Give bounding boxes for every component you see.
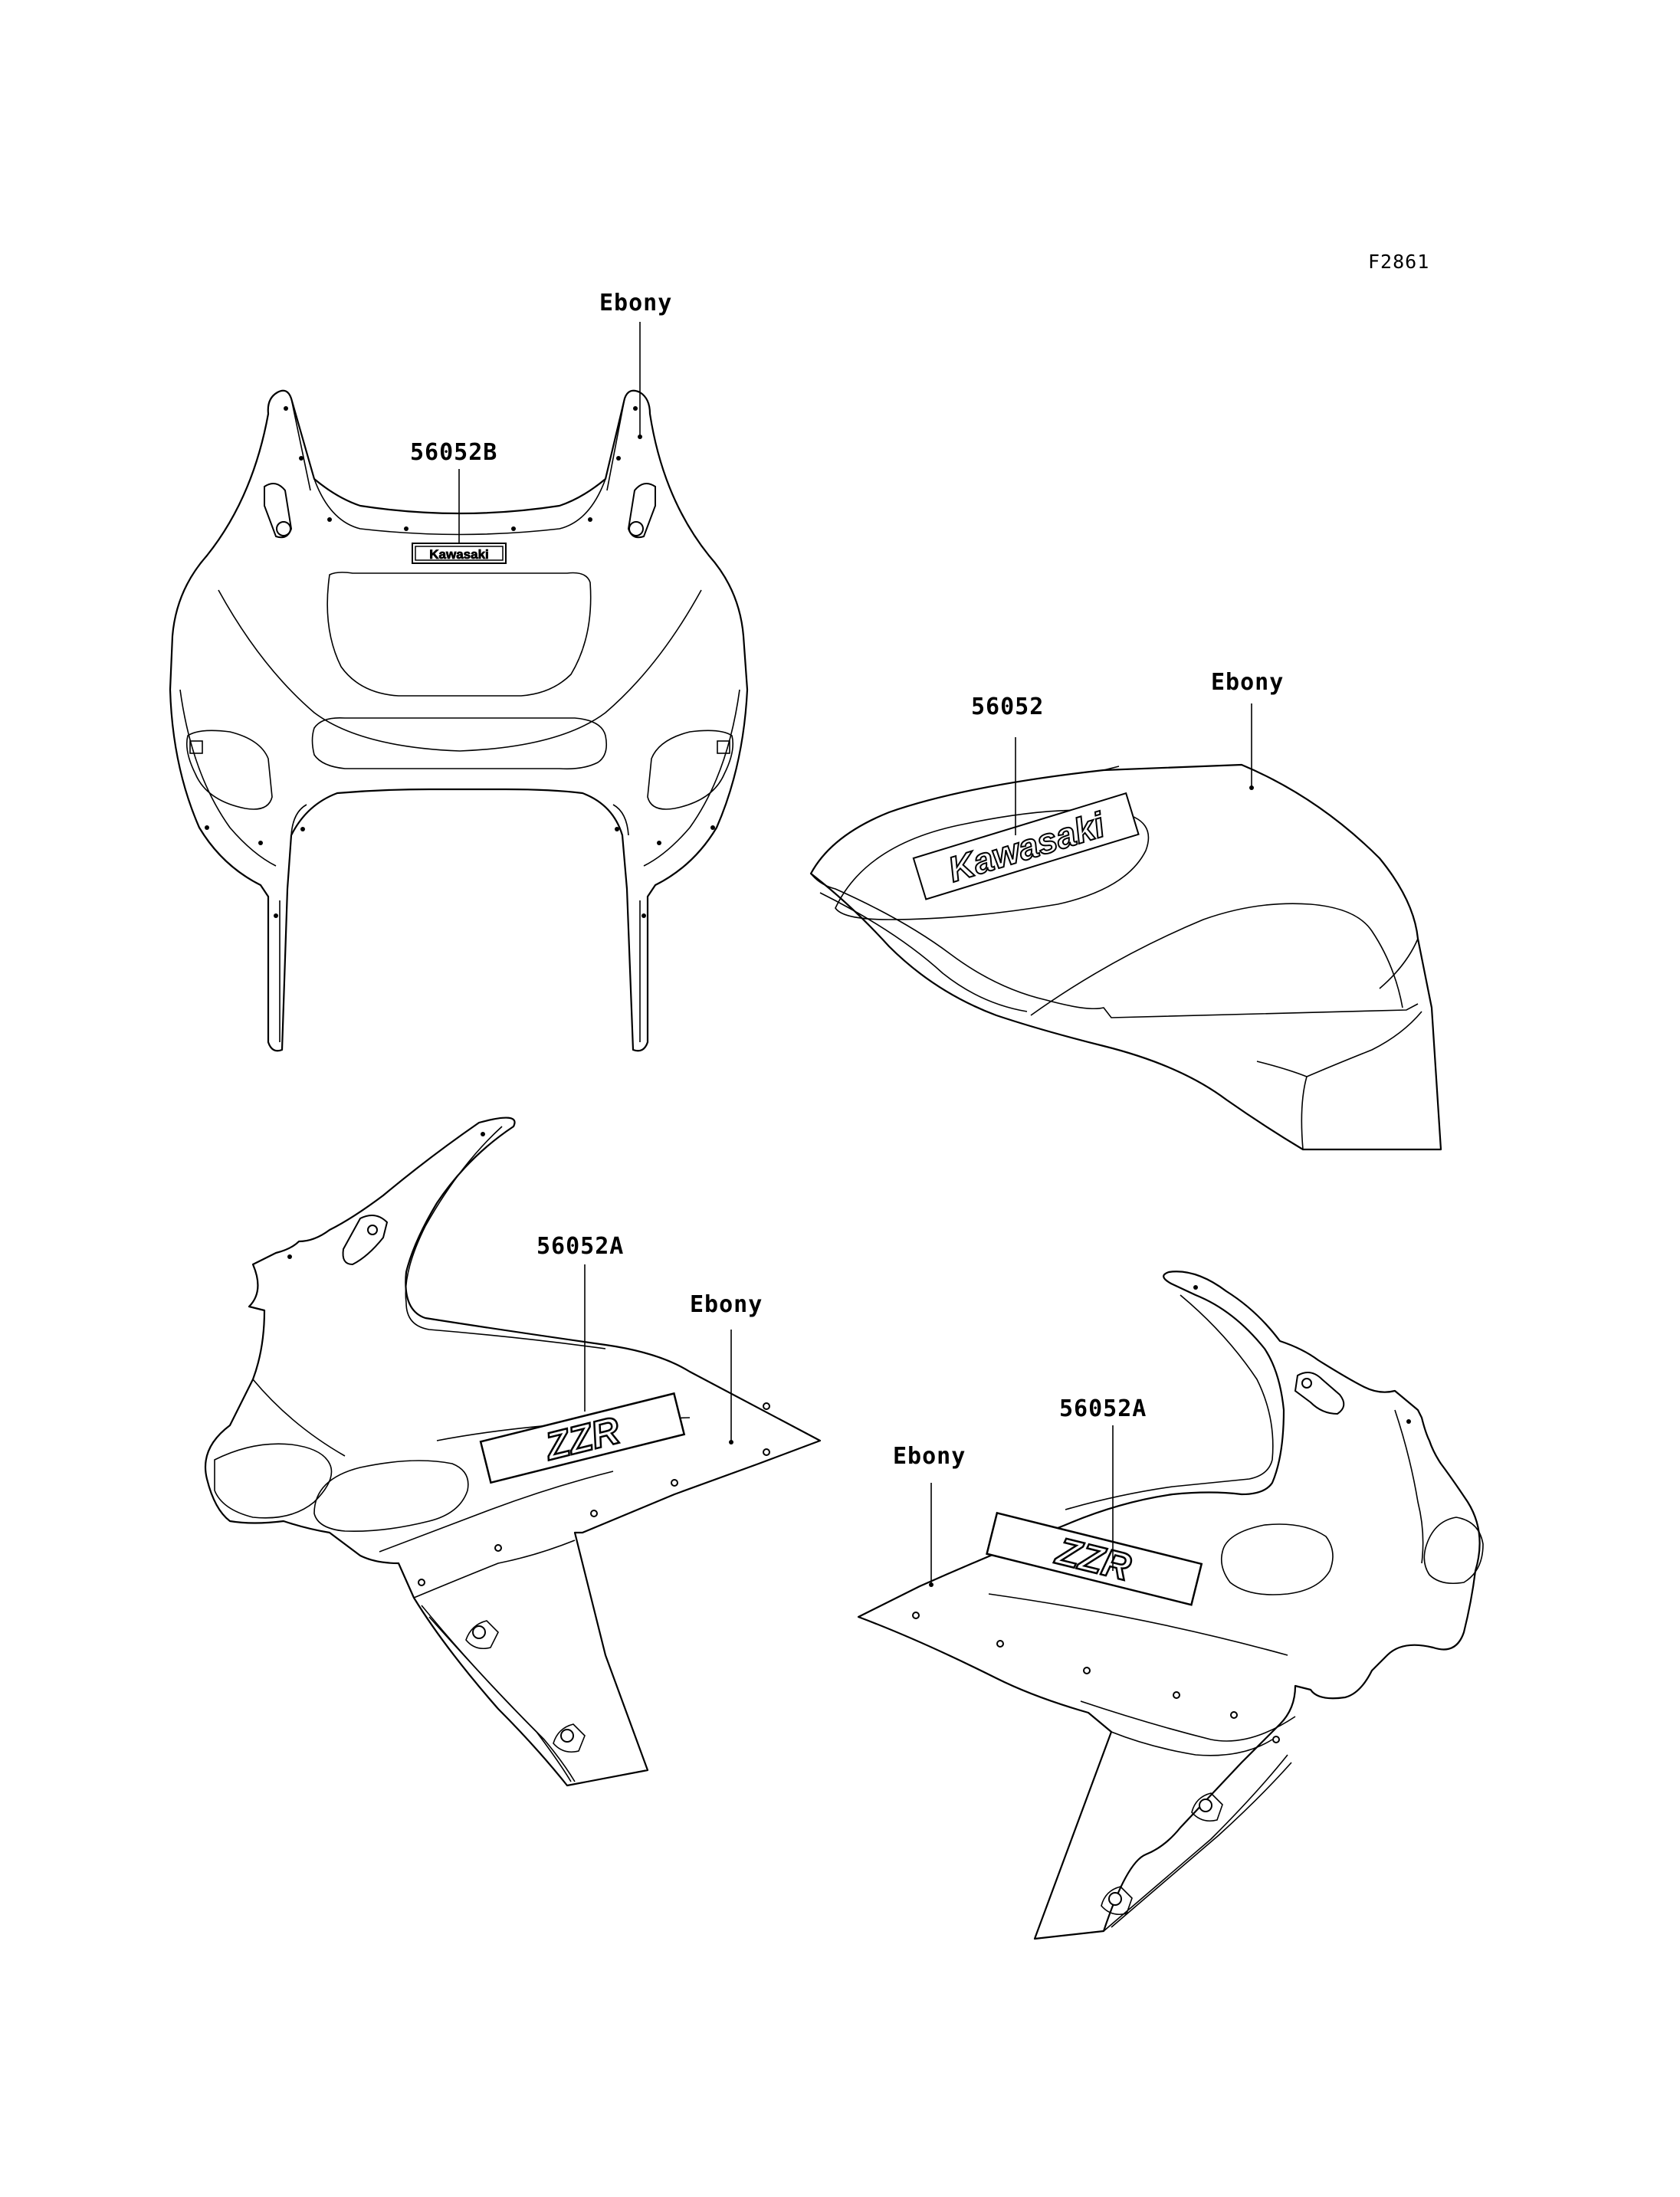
- right-side-cowl-part-number: 56052A: [1059, 1395, 1147, 1422]
- front-cowl-drawing: Kawasaki: [169, 322, 749, 1052]
- front-cowl-part-number: 56052B: [410, 439, 497, 466]
- fuel-tank-color-label: Ebony: [1211, 669, 1284, 696]
- left-side-cowl-drawing: ZZR: [204, 1117, 822, 1787]
- right-side-cowl-drawing: ZZR: [857, 1271, 1484, 1940]
- front-cowl-decal-text: Kawasaki: [429, 547, 489, 562]
- fuel-tank-part-number: 56052: [971, 694, 1044, 720]
- front-cowl-color-label: Ebony: [599, 290, 672, 316]
- left-side-cowl-decal-text: ZZR: [540, 1408, 624, 1468]
- right-side-cowl-color-label: Ebony: [893, 1443, 966, 1470]
- right-side-cowl-decal-text: ZZR: [1051, 1529, 1135, 1589]
- left-side-cowl-part-number: 56052A: [536, 1233, 624, 1260]
- fuel-tank-decal-text: Kawasaki: [943, 804, 1110, 889]
- figure-code: F2861: [1368, 251, 1429, 273]
- left-side-cowl-color-label: Ebony: [690, 1291, 763, 1318]
- fuel-tank-drawing: Kawasaki: [809, 703, 1442, 1151]
